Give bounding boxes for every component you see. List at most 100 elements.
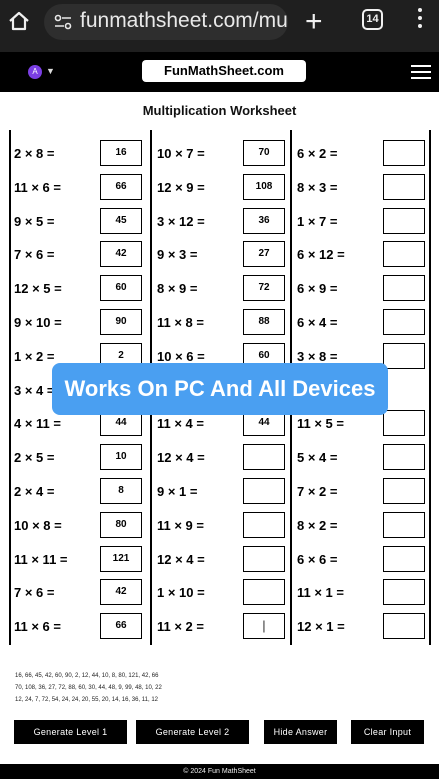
problem-question: 1 × 2 =: [14, 348, 55, 364]
answer-input[interactable]: [383, 309, 425, 335]
problem-question: 9 × 10 =: [14, 315, 62, 330]
answer-input[interactable]: [383, 173, 425, 200]
problem-question: 9 × 5 =: [14, 213, 55, 229]
answer-input[interactable]: [383, 579, 425, 606]
answer-input[interactable]: [383, 613, 425, 640]
new-tab-icon[interactable]: +: [305, 5, 323, 38]
answer-input[interactable]: 90: [100, 309, 142, 335]
answer-input[interactable]: [383, 478, 425, 504]
problem-question: 2 × 5 =: [14, 450, 55, 466]
problem-question: 2 × 8 =: [14, 146, 55, 161]
problem-question: 7 × 2 =: [297, 484, 338, 499]
answer-input[interactable]: 66: [100, 173, 142, 200]
problem-question: 6 × 6 =: [297, 551, 338, 567]
answer-input[interactable]: 8: [100, 478, 142, 504]
problem-question: 6 × 9 =: [297, 281, 338, 297]
column-divider: [9, 130, 11, 645]
answer-input[interactable]: 121: [100, 545, 142, 572]
answer-input[interactable]: 45: [100, 207, 142, 234]
answer-input[interactable]: 10: [100, 444, 142, 471]
answer-input[interactable]: [243, 545, 285, 572]
home-icon[interactable]: [8, 10, 30, 32]
answer-input[interactable]: [243, 478, 285, 504]
browser-toolbar: funmathsheet.com/mu + 14: [0, 0, 439, 52]
problem-question: 7 × 6 =: [14, 247, 55, 263]
problem-question: 6 × 2 =: [297, 146, 338, 161]
problem-question: 11 × 4 =: [157, 416, 204, 432]
site-logo[interactable]: FunMathSheet.com: [142, 60, 306, 82]
avatar[interactable]: A: [28, 65, 42, 79]
promo-banner: Works On PC And All Devices: [52, 363, 388, 415]
problem-question: 2 × 4 =: [14, 484, 55, 499]
answer-key-line: 12, 24, 7, 72, 54, 24, 24, 20, 55, 20, 1…: [15, 697, 159, 703]
site-settings-icon[interactable]: [54, 14, 72, 30]
problem-question: 7 × 6 =: [14, 585, 55, 601]
answer-input[interactable]: 108: [243, 173, 285, 200]
problem-question: 10 × 7 =: [157, 146, 205, 161]
problem-question: 11 × 2 =: [157, 619, 204, 635]
problem-question: 1 × 7 =: [297, 213, 338, 229]
problem-question: 11 × 8 =: [157, 315, 204, 330]
hamburger-menu-icon[interactable]: [411, 65, 431, 80]
problem-question: 11 × 6 =: [14, 179, 61, 195]
problem-question: 8 × 9 =: [157, 281, 198, 297]
site-footer: © 2024 Fun MathSheet: [0, 764, 439, 779]
answer-input[interactable]: [383, 140, 425, 166]
answer-input[interactable]: [383, 241, 425, 268]
problem-question: 12 × 5 =: [14, 281, 62, 297]
generate-level-2-button[interactable]: Generate Level 2: [136, 720, 249, 744]
answer-input[interactable]: [243, 444, 285, 471]
url-text[interactable]: funmathsheet.com/mu: [80, 9, 288, 32]
answer-input[interactable]: 88: [243, 309, 285, 335]
problem-question: 11 × 5 =: [297, 416, 344, 432]
problem-question: 10 × 6 =: [157, 348, 205, 364]
answer-input[interactable]: [383, 511, 425, 538]
problem-question: 12 × 4 =: [157, 450, 205, 466]
clear-input-button[interactable]: Clear Input: [351, 720, 424, 744]
problem-question: 3 × 4 =: [14, 382, 55, 398]
problem-question: 8 × 2 =: [297, 517, 338, 533]
answer-input[interactable]: [383, 545, 425, 572]
answer-input[interactable]: [383, 275, 425, 302]
chevron-down-icon[interactable]: ▼: [46, 66, 55, 76]
problem-question: 6 × 12 =: [297, 247, 345, 263]
address-bar[interactable]: funmathsheet.com/mu: [44, 4, 288, 40]
problem-question: 1 × 10 =: [157, 585, 205, 601]
answer-key-line: 70, 108, 36, 27, 72, 88, 60, 30, 44, 48,…: [15, 685, 162, 691]
problem-question: 5 × 4 =: [297, 450, 338, 466]
answer-input[interactable]: [243, 613, 285, 640]
generate-level-1-button[interactable]: Generate Level 1: [14, 720, 127, 744]
problem-question: 11 × 9 =: [157, 517, 204, 533]
answer-input[interactable]: 16: [100, 140, 142, 166]
answer-input[interactable]: 42: [100, 241, 142, 268]
answer-input[interactable]: [243, 579, 285, 606]
more-options-icon[interactable]: [417, 8, 423, 32]
problem-question: 12 × 1 =: [297, 619, 345, 635]
problem-question: 3 × 8 =: [297, 348, 338, 364]
answer-input[interactable]: 80: [100, 511, 142, 538]
answer-input[interactable]: 66: [100, 613, 142, 640]
problem-question: 11 × 11 =: [14, 551, 68, 567]
problem-question: 9 × 1 =: [157, 484, 198, 499]
tab-count-button[interactable]: 14: [362, 9, 383, 30]
answer-input[interactable]: [383, 444, 425, 471]
problem-question: 4 × 11 =: [14, 416, 61, 432]
answer-input[interactable]: 72: [243, 275, 285, 302]
answer-input[interactable]: [243, 511, 285, 538]
answer-input[interactable]: [383, 342, 425, 369]
answer-input[interactable]: [383, 410, 425, 437]
problem-question: 9 × 3 =: [157, 247, 198, 263]
answer-input[interactable]: 36: [243, 207, 285, 234]
answer-input[interactable]: 60: [100, 275, 142, 302]
answer-input[interactable]: 27: [243, 241, 285, 268]
answer-input[interactable]: 70: [243, 140, 285, 166]
hide-answer-button[interactable]: Hide Answer: [264, 720, 337, 744]
answer-input[interactable]: [383, 207, 425, 234]
problem-question: 10 × 8 =: [14, 517, 62, 533]
answer-input[interactable]: 42: [100, 579, 142, 606]
problem-question: 12 × 9 =: [157, 179, 205, 195]
column-divider: [429, 130, 431, 645]
answer-key-line: 16, 66, 45, 42, 60, 90, 2, 12, 44, 10, 8…: [15, 673, 159, 679]
problem-question: 11 × 6 =: [14, 619, 61, 635]
problem-question: 12 × 4 =: [157, 551, 205, 567]
